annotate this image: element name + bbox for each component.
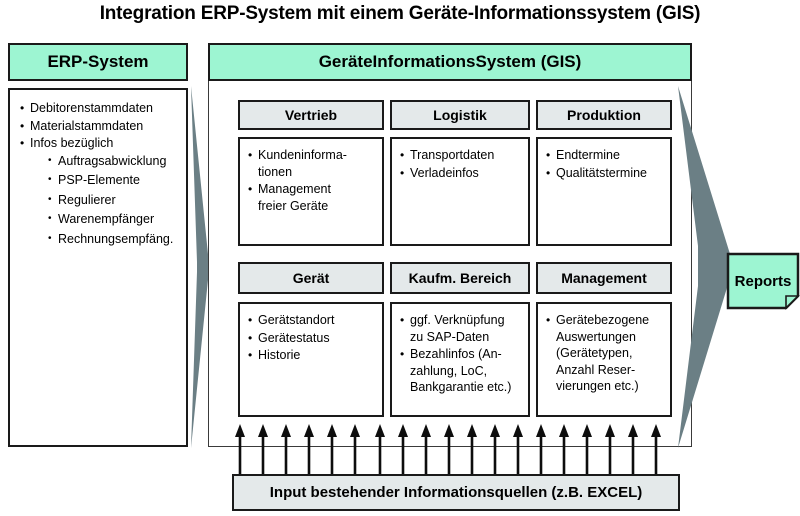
card-title: Management (561, 270, 647, 286)
list-item: Transportdaten (400, 147, 522, 164)
card-header-management: Management (536, 262, 672, 294)
list-item: Infos bezüglich (20, 135, 180, 152)
list-item: Management freier Geräte (248, 181, 376, 214)
card-title: Gerät (292, 270, 330, 286)
list-item: Debitorenstammdaten (20, 100, 180, 117)
card-body-vertrieb: Kundeninforma- tionen Management freier … (238, 137, 384, 246)
list-item: Gerätestatus (248, 330, 376, 347)
card-title: Vertrieb (284, 107, 338, 123)
list-item: ggf. Verknüpfung zu SAP-Daten (400, 312, 522, 345)
card-item-list: Gerätstandort Gerätestatus Historie (248, 312, 376, 364)
list-item: Bezahlinfos (An- zahlung, LoC, Bankgaran… (400, 346, 522, 396)
input-sources-label: Input bestehender Informationsquellen (z… (269, 484, 643, 501)
gis-to-reports-arrow-icon (678, 86, 730, 448)
list-item: Auftragsabwicklung (20, 153, 180, 170)
card-header-logistik: Logistik (390, 100, 530, 130)
list-item: Materialstammdaten (20, 118, 180, 135)
erp-system-body: Debitorenstammdaten Materialstammdaten I… (8, 88, 188, 447)
card-item-list: Kundeninforma- tionen Management freier … (248, 147, 376, 214)
card-header-geraet: Gerät (238, 262, 384, 294)
card-body-management: Gerätebezogene Auswertungen (Gerätetypen… (536, 302, 672, 417)
list-item: Warenempfänger (20, 211, 180, 228)
list-item: Gerätebezogene Auswertungen (Gerätetypen… (546, 312, 664, 395)
list-item: Regulierer (20, 192, 180, 209)
list-item: Gerätstandort (248, 312, 376, 329)
card-item-list: Transportdaten Verladeinfos (400, 147, 522, 181)
card-body-geraet: Gerätstandort Gerätestatus Historie (238, 302, 384, 417)
card-title: Produktion (567, 107, 641, 123)
list-item: Qualitätstermine (546, 165, 664, 182)
card-header-vertrieb: Vertrieb (238, 100, 384, 130)
erp-system-header: ERP-System (8, 43, 188, 81)
input-arrows-group (235, 424, 661, 474)
card-header-kaufm-bereich: Kaufm. Bereich (390, 262, 530, 294)
card-body-logistik: Transportdaten Verladeinfos (390, 137, 530, 246)
gis-header: GeräteInformationsSystem (GIS) (208, 43, 692, 81)
list-item: Verladeinfos (400, 165, 522, 182)
erp-to-gis-arrow-icon (191, 86, 209, 448)
card-item-list: Endtermine Qualitätstermine (546, 147, 664, 181)
erp-item-list: Debitorenstammdaten Materialstammdaten I… (20, 100, 180, 247)
list-item: PSP-Elemente (20, 172, 180, 189)
list-item: Endtermine (546, 147, 664, 164)
gis-header-label: GeräteInformationsSystem (GIS) (318, 52, 582, 71)
list-item: Kundeninforma- tionen (248, 147, 376, 180)
card-item-list: Gerätebezogene Auswertungen (Gerätetypen… (546, 312, 664, 395)
note-shape-icon (726, 252, 800, 310)
card-title: Logistik (433, 107, 487, 123)
list-item: Historie (248, 347, 376, 364)
card-header-produktion: Produktion (536, 100, 672, 130)
card-title: Kaufm. Bereich (408, 270, 512, 286)
list-item: Rechnungsempfäng. (20, 231, 180, 248)
card-item-list: ggf. Verknüpfung zu SAP-Daten Bezahlinfo… (400, 312, 522, 396)
page-title: Integration ERP-System mit einem Geräte-… (99, 3, 701, 24)
reports-note[interactable]: Reports (726, 252, 800, 310)
erp-system-header-label: ERP-System (47, 52, 149, 71)
input-sources-bar: Input bestehender Informationsquellen (z… (232, 474, 680, 511)
card-body-produktion: Endtermine Qualitätstermine (536, 137, 672, 246)
card-body-kaufm-bereich: ggf. Verknüpfung zu SAP-Daten Bezahlinfo… (390, 302, 530, 417)
arrow-up-icon (235, 424, 661, 474)
